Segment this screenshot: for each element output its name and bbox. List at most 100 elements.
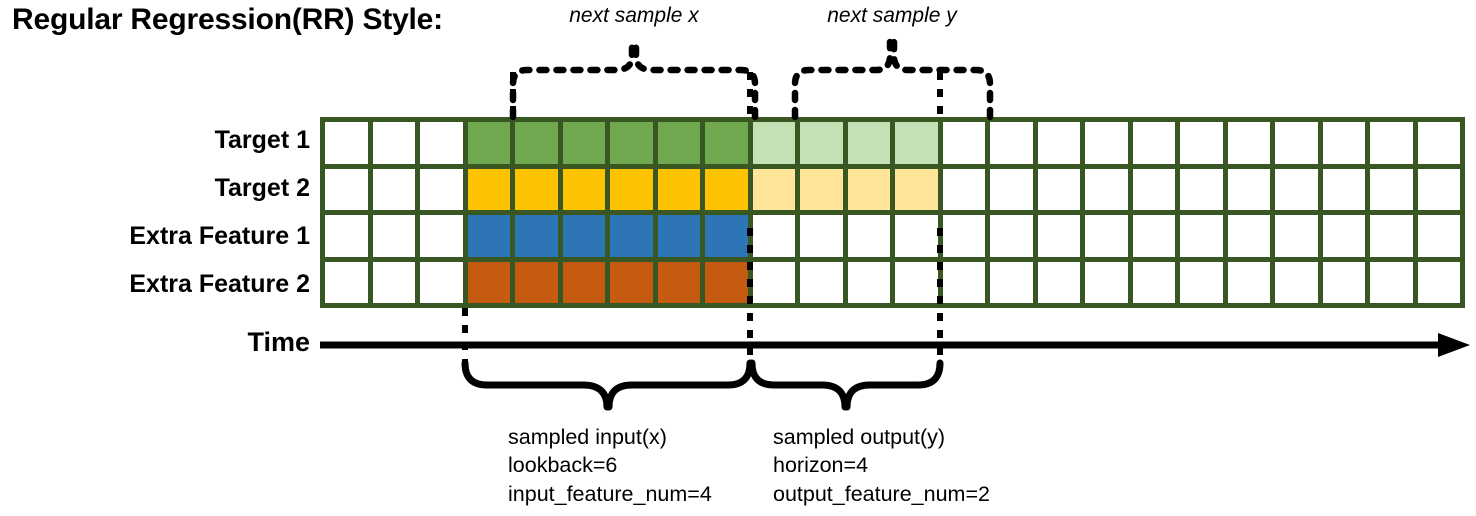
- grid-cell-r4-c8: [657, 261, 700, 303]
- grid-cell-r3-c21: [1275, 215, 1318, 257]
- grid-cell-r1-c17: [1085, 122, 1128, 164]
- dotted-brace-next-sample-y-left: [791, 38, 894, 121]
- grid-cell-r2-c6: [562, 168, 605, 210]
- brace-sampled-input-left: [461, 359, 611, 411]
- grid-cell-r4-c18: [1132, 261, 1175, 303]
- dotted-brace-next-sample-x-right: [632, 38, 759, 121]
- grid-cell-r2-c7: [610, 168, 653, 210]
- grid-cell-r1-c1: [325, 122, 368, 164]
- grid-cell-r3-c15: [990, 215, 1033, 257]
- grid-cell-r1-c22: [1322, 122, 1365, 164]
- grid-cell-r1-c23: [1370, 122, 1413, 164]
- grid-cell-r1-c5: [515, 122, 558, 164]
- grid-cell-r1-c2: [372, 122, 415, 164]
- grid-cell-r3-c23: [1370, 215, 1413, 257]
- grid-cell-r2-c2: [372, 168, 415, 210]
- grid-cell-r1-c21: [1275, 122, 1318, 164]
- grid-cell-r3-c12: [847, 215, 890, 257]
- grid-cell-r1-c19: [1180, 122, 1223, 164]
- grid-cell-r3-c1: [325, 215, 368, 257]
- grid-cell-r3-c18: [1132, 215, 1175, 257]
- sampled-input-line-2: lookback=6: [508, 453, 618, 478]
- grid-cell-r4-c7: [610, 261, 653, 303]
- grid-cell-r1-c10: [752, 122, 795, 164]
- grid-cell-r4-c2: [372, 261, 415, 303]
- time-axis-arrow: [320, 333, 1470, 357]
- annotation-sampled-output: sampled output(y) horizon=4 output_featu…: [773, 423, 990, 508]
- grid-cell-r1-c11: [800, 122, 843, 164]
- grid-cell-r3-c9: [705, 215, 748, 257]
- grid-cell-r3-c24: [1417, 215, 1460, 257]
- grid-cell-r4-c9: [705, 261, 748, 303]
- grid-cell-r1-c20: [1227, 122, 1270, 164]
- grid-cell-r3-c5: [515, 215, 558, 257]
- sampled-input-line-1: sampled input(x): [508, 425, 667, 449]
- grid-cell-r2-c21: [1275, 168, 1318, 210]
- grid-cell-r3-c22: [1322, 215, 1365, 257]
- grid-cell-r4-c3: [420, 261, 463, 303]
- grid-cell-r1-c4: [467, 122, 510, 164]
- sampled-input-line-3: input_feature_num=4: [508, 481, 712, 506]
- grid-cell-r4-c16: [1037, 261, 1080, 303]
- grid-cell-r1-c18: [1132, 122, 1175, 164]
- grid-cell-r4-c10: [752, 261, 795, 303]
- grid-cell-r2-c12: [847, 168, 890, 210]
- grid-cell-r4-c13: [895, 261, 938, 303]
- grid-cell-r3-c19: [1180, 215, 1223, 257]
- grid-cell-r4-c19: [1180, 261, 1223, 303]
- grid-cell-r4-c14: [942, 261, 985, 303]
- grid-cell-r4-c22: [1322, 261, 1365, 303]
- grid-cell-r3-c11: [800, 215, 843, 257]
- grid-cell-r3-c6: [562, 215, 605, 257]
- timeseries-grid: [320, 117, 1465, 308]
- annotation-sampled-input: sampled input(x) lookback=6 input_featur…: [508, 423, 712, 508]
- annotation-next-sample-y: next sample y: [827, 4, 957, 27]
- brace-sampled-input-right: [605, 359, 754, 411]
- page-title: Regular Regression(RR) Style:: [12, 3, 443, 36]
- row-label-extra-feature-2: Extra Feature 2: [129, 270, 310, 298]
- grid-cell-r3-c14: [942, 215, 985, 257]
- grid-cell-r1-c6: [562, 122, 605, 164]
- brace-sampled-output-right: [843, 359, 944, 411]
- grid-cell-r3-c17: [1085, 215, 1128, 257]
- grid-cell-r2-c4: [467, 168, 510, 210]
- dotted-brace-next-sample-y-right: [890, 38, 994, 121]
- grid-cell-r4-c15: [990, 261, 1033, 303]
- grid-cell-r1-c9: [705, 122, 748, 164]
- grid-cell-r2-c3: [420, 168, 463, 210]
- grid-cell-r3-c3: [420, 215, 463, 257]
- grid-cell-r2-c14: [942, 168, 985, 210]
- grid-cell-r4-c5: [515, 261, 558, 303]
- grid-cell-r4-c23: [1370, 261, 1413, 303]
- grid-cell-r3-c4: [467, 215, 510, 257]
- sampled-output-line-2: horizon=4: [773, 453, 869, 478]
- grid-cell-r2-c11: [800, 168, 843, 210]
- grid-cell-r3-c2: [372, 215, 415, 257]
- grid-cell-r2-c8: [657, 168, 700, 210]
- grid-cell-r1-c14: [942, 122, 985, 164]
- grid-cell-r2-c5: [515, 168, 558, 210]
- grid-cell-r4-c24: [1417, 261, 1460, 303]
- grid-cell-r1-c7: [610, 122, 653, 164]
- grid-cell-r3-c7: [610, 215, 653, 257]
- grid-cell-r2-c19: [1180, 168, 1223, 210]
- grid-cell-r2-c16: [1037, 168, 1080, 210]
- grid-cell-r3-c13: [895, 215, 938, 257]
- grid-cell-r1-c24: [1417, 122, 1460, 164]
- grid-cell-r4-c11: [800, 261, 843, 303]
- grid-cell-r2-c22: [1322, 168, 1365, 210]
- grid-cell-r4-c4: [467, 261, 510, 303]
- grid-cell-r2-c23: [1370, 168, 1413, 210]
- grid-cell-r2-c20: [1227, 168, 1270, 210]
- grid-cell-r2-c13: [895, 168, 938, 210]
- grid-cell-r3-c10: [752, 215, 795, 257]
- row-label-target-1: Target 1: [214, 126, 310, 154]
- grid-cell-r2-c1: [325, 168, 368, 210]
- grid-cell-r4-c6: [562, 261, 605, 303]
- sampled-output-line-3: output_feature_num=2: [773, 481, 990, 506]
- grid-cell-r1-c12: [847, 122, 890, 164]
- grid-cell-r4-c1: [325, 261, 368, 303]
- brace-sampled-output-left: [748, 359, 849, 411]
- grid-cell-r2-c10: [752, 168, 795, 210]
- grid-cell-r2-c17: [1085, 168, 1128, 210]
